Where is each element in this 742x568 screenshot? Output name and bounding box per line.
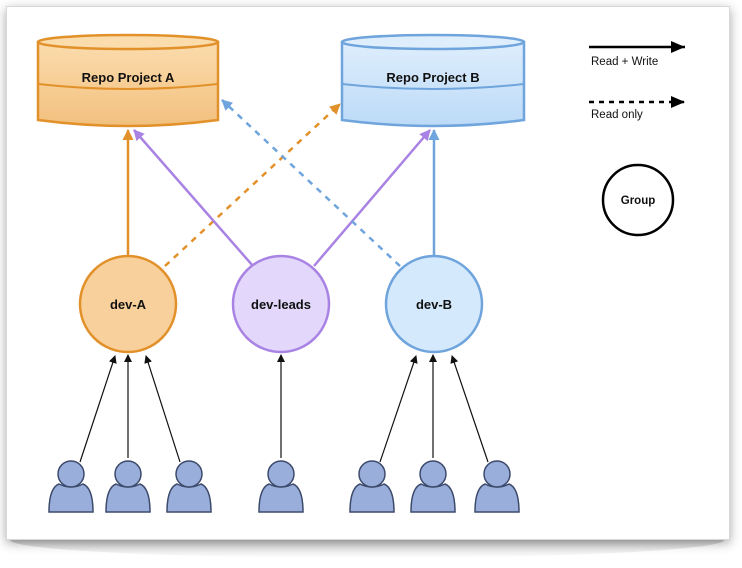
dev-leads-to-repo-b-readwrite-arrow	[313, 129, 431, 267]
group-dev-a-label: dev-A	[110, 297, 147, 312]
legend-read-only-label: Read only	[591, 109, 643, 121]
user-icon	[166, 460, 212, 513]
repo-project-a-cylinder: Repo Project A	[36, 33, 220, 128]
user-icon	[410, 460, 456, 513]
legend: Read + Write Read only Group	[589, 41, 685, 237]
user-icon	[258, 460, 304, 513]
group-dev-a: dev-A	[78, 254, 178, 354]
group-dev-b-label: dev-B	[416, 297, 452, 312]
user-membership-arrows	[79, 354, 489, 463]
group-dev-leads-label: dev-leads	[251, 297, 311, 312]
users	[48, 460, 520, 513]
legend-group-circle	[601, 163, 675, 237]
repo-project-b-label: Repo Project B	[386, 70, 479, 85]
user-icon	[474, 460, 520, 513]
user-icon	[349, 460, 395, 513]
repo-project-a-label: Repo Project A	[82, 70, 175, 85]
group-dev-b: dev-B	[384, 254, 484, 354]
dev-leads-to-repo-a-readwrite-arrow	[133, 129, 254, 267]
dev-b-to-repo-a-readonly-arrow	[221, 99, 401, 267]
group-dev-leads: dev-leads	[231, 254, 331, 354]
user-icon	[48, 460, 94, 513]
legend-read-write-label: Read + Write	[591, 56, 658, 68]
dev-a-to-repo-b-readonly-arrow	[164, 103, 341, 267]
legend-group-label: Group	[621, 195, 656, 207]
repo-project-b-cylinder: Repo Project B	[340, 33, 526, 128]
user-icon	[105, 460, 151, 513]
card-shadow	[10, 540, 724, 558]
